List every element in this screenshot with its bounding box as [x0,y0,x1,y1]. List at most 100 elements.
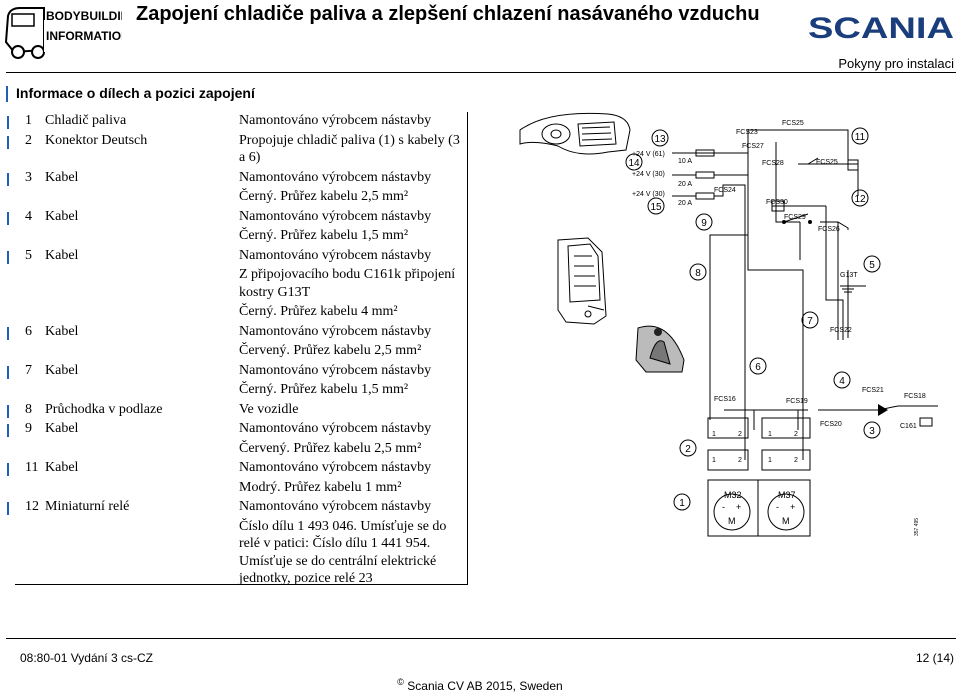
pin-label: 2 [794,457,798,464]
connector-label: FCS20 [820,421,842,428]
pin-label: 1 [768,457,772,464]
motor-symbol: M [728,516,736,526]
description-line: Namontováno výrobcem nástavby [239,362,432,378]
description-line: Černý. Průřez kabelu 2,5 mm² [239,189,409,204]
logo-line1: BODYBUILDING [46,9,122,23]
description-line: Červený. Průřez kabelu 2,5 mm² [239,440,422,456]
part-description: Ve vozidle [239,401,467,421]
copyright: © Scania CV AB 2015, Sweden [0,677,960,693]
copyright-symbol: © [397,677,404,687]
part-number: 1 [25,113,32,128]
page-title: Zapojení chladiče paliva a zlepšení chla… [136,3,760,25]
callout-11: 11 [855,132,866,143]
polarity-plus: + [790,502,795,512]
connector-label: FCS29 [784,214,806,221]
gearshift-illustration [635,325,685,373]
part-number: 9 [25,421,32,436]
document-id: 08:80-01 Vydání 3 cs-CZ [20,651,153,665]
connector-label: FCS23 [736,129,758,136]
part-name: Kabel [45,247,79,263]
motor-block [707,479,811,537]
connector-label: FCS28 [762,160,784,167]
description-line: Namontováno výrobcem nástavby [239,460,432,475]
connector-label: FCS26 [818,226,840,233]
callout-12: 12 [854,194,866,205]
description-line: Namontováno výrobcem nástavby [239,113,432,128]
scania-logo: SCANIA [808,12,956,45]
supply-label: +24 V (30) [632,171,665,178]
bodybuilding-logo: BODYBUILDING INFORMATION [4,2,139,60]
page-subtitle: Pokyny pro instalaci [838,56,954,71]
part-number: 12 [25,499,39,514]
part-name: Konektor Deutsch [45,132,148,148]
callout-14: 14 [628,158,640,169]
connector-label: FCS16 [714,396,736,403]
callout-4: 4 [839,376,845,387]
description-line: Namontováno výrobcem nástavby [239,208,432,224]
part-number: 8 [25,401,32,417]
part-number: 11 [25,460,39,475]
connector-label: FCS27 [742,143,764,150]
polarity-minus: - [722,502,725,512]
connector-label: FCS25 [782,120,804,127]
fuse-label: 20 A [678,200,692,207]
callout-5: 5 [869,260,875,271]
part-name: Chladič paliva [45,113,127,128]
description-line: Modrý. Průřez kabelu 1 mm² [239,479,402,495]
callout-15: 15 [650,202,662,213]
callout-13: 13 [654,134,666,145]
part-name: Kabel [45,362,79,378]
pin-label: 2 [738,431,742,438]
connector-label: FCS21 [862,387,884,394]
callout-6: 6 [755,362,761,373]
connector-label: FCS24 [714,187,736,194]
part-name: Miniaturní relé [45,499,130,514]
connector-label: FCS30 [766,199,788,206]
part-number: 4 [25,208,32,224]
connector-label: FCS25 [816,159,838,166]
copyright-text: Scania CV AB 2015, Sweden [407,679,563,693]
ground-point-label: G13T [840,272,858,279]
motor-symbol: M [782,516,790,526]
description-line: Propojuje chladič paliva (1) s kabely (3… [239,132,460,166]
pin-label: 1 [768,431,772,438]
part-number: 6 [25,323,32,339]
connector-label: FCS18 [904,393,926,400]
table-row: 1 Chladič paliva Namontováno výrobcem nást… [7,112,467,132]
footer-divider [6,638,956,639]
part-name: Kabel [45,169,79,185]
callout-9: 9 [701,218,707,229]
pin-label: 2 [738,457,742,464]
part-number: 2 [25,132,32,148]
description-line: Namontováno výrobcem nástavby [239,247,432,263]
fuse-label: 20 A [678,181,692,188]
callout-1: 1 [679,498,685,509]
pin-label: 2 [794,431,798,438]
cab-illustration [557,237,607,325]
logo-line2: INFORMATION [46,29,122,43]
section-title: Informace o dílech a pozici zapojení [6,84,255,102]
part-number: 7 [25,362,32,378]
wiring-diagram: +24 V (61) +24 V (30) +24 V (30) 10 A 20… [519,112,938,537]
header-divider [6,72,956,73]
pin-label: 1 [712,431,716,438]
table-row: 2 Konektor Deutsch Propojuje chladič paliv… [7,132,467,169]
description-line: Číslo dílu 1 493 046. Umísťuje se do rel… [239,518,447,587]
page-number: 12 (14) [915,651,954,665]
description-line: Červený. Průřez kabelu 2,5 mm² [239,343,422,358]
